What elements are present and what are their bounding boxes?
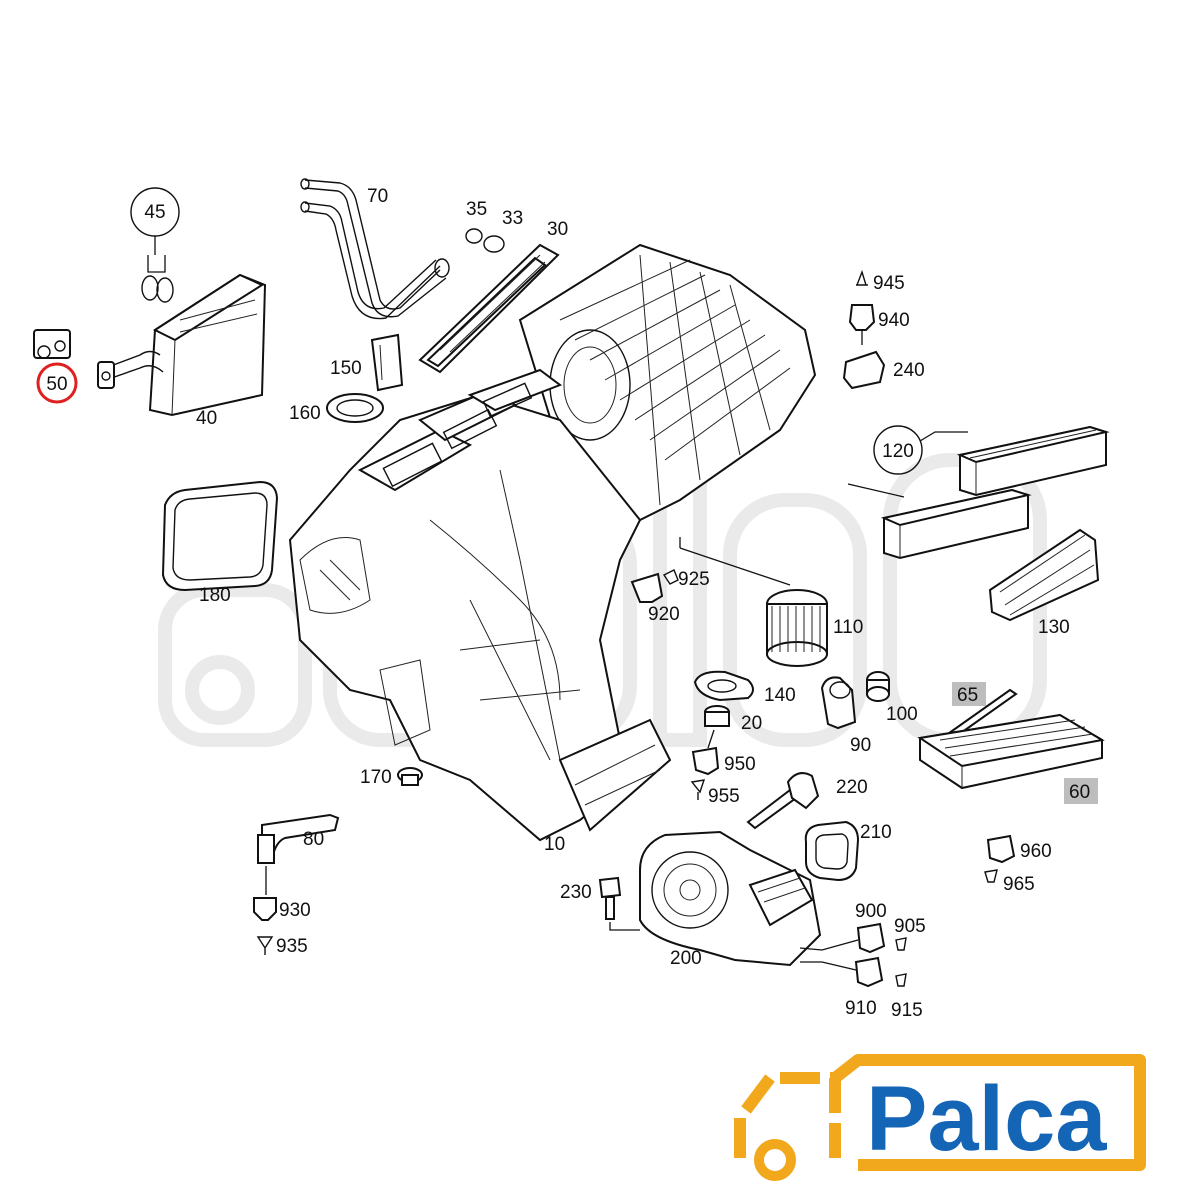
part-20-actuator[interactable]: 20 [704, 705, 762, 734]
callout-65: 65 [957, 685, 978, 706]
part-945-pin[interactable]: 945 [855, 269, 905, 294]
callout-33: 33 [502, 208, 523, 229]
callout-170: 170 [360, 767, 392, 788]
part-50-expansion-valve[interactable]: 50 [33, 329, 78, 404]
callout-30: 30 [547, 219, 568, 240]
callout-945: 945 [873, 273, 905, 294]
callout-910: 910 [845, 998, 877, 1019]
callout-200: 200 [670, 948, 702, 969]
part-230-bolt[interactable]: 230 [560, 876, 622, 920]
part-90-motor[interactable]: 90 [820, 676, 871, 756]
callout-160: 160 [289, 403, 321, 424]
part-60-filter-element[interactable]: 60 [917, 713, 1105, 804]
part-910-connector[interactable]: 910 [845, 956, 884, 1019]
callout-110: 110 [833, 617, 863, 638]
callout-45: 45 [144, 202, 165, 223]
callout-150: 150 [330, 358, 362, 379]
part-210-frame-seal[interactable]: 210 [804, 820, 892, 882]
callout-915: 915 [891, 1000, 923, 1021]
highlight-circle [36, 362, 78, 404]
part-915-pin[interactable]: 915 [891, 973, 923, 1021]
part-100-fitting[interactable]: 100 [866, 671, 918, 725]
callout-960: 960 [1020, 841, 1052, 862]
part-965-pin[interactable]: 965 [984, 869, 1035, 895]
callout-60-bg [1064, 778, 1098, 804]
part-170-grommet[interactable]: 170 [360, 767, 423, 788]
callout-130: 130 [1038, 617, 1070, 638]
callout-965: 965 [1003, 874, 1035, 895]
part-160-gasket[interactable]: 160 [289, 393, 384, 424]
callout-925: 925 [678, 569, 710, 590]
part-140-mount-ring[interactable]: 140 [693, 670, 796, 706]
part-120-cabin-filters[interactable]: 120 [847, 425, 1110, 560]
part-955-pin[interactable]: 955 [690, 779, 740, 807]
callout-210: 210 [860, 822, 892, 843]
callout-100: 100 [886, 704, 918, 725]
callout-120: 120 [882, 441, 914, 462]
part-130-filter-cover[interactable]: 130 [988, 528, 1100, 638]
part-200-blower-motor[interactable]: 200 [639, 830, 822, 969]
part-930-connector[interactable]: 930 [253, 897, 311, 921]
callout-40: 40 [196, 408, 217, 429]
callout-935: 935 [276, 936, 308, 957]
callout-180: 180 [199, 585, 231, 606]
brand-logo: Palca [734, 1054, 1146, 1181]
callout-930: 930 [279, 900, 311, 921]
callout-940: 940 [878, 310, 910, 331]
callout-90: 90 [850, 735, 871, 756]
part-150-clip[interactable]: 150 [330, 333, 404, 392]
callout-955: 955 [708, 786, 740, 807]
part-10-hvac-housing[interactable]: 10 [288, 243, 817, 855]
brand-wordmark: Palca [866, 1068, 1107, 1170]
truck-icon [734, 1054, 1146, 1181]
part-40-evaporator[interactable]: 40 [97, 273, 267, 429]
part-950-connector[interactable]: 950 [691, 746, 756, 776]
part-240-module[interactable]: 240 [842, 350, 925, 390]
part-180-seal-frame[interactable]: 180 [161, 480, 279, 606]
callout-50: 50 [46, 374, 67, 395]
part-905-pin[interactable]: 905 [894, 916, 926, 951]
part-940-connector[interactable]: 940 [848, 304, 910, 331]
callout-900: 900 [855, 901, 887, 922]
part-70-heater-pipes[interactable]: 70 [300, 178, 450, 320]
part-900-connector[interactable]: 900 [855, 901, 887, 954]
part-925-pin[interactable]: 925 [662, 569, 710, 590]
part-220-temperature-sensor[interactable]: 220 [746, 772, 868, 830]
callout-10: 10 [544, 834, 565, 855]
part-80-sensor[interactable]: 80 [257, 813, 340, 864]
part-30-heater-core[interactable]: 30 [418, 219, 568, 374]
callout-230: 230 [560, 882, 592, 903]
callout-240: 240 [893, 360, 925, 381]
callout-80: 80 [303, 829, 324, 850]
callout-905: 905 [894, 916, 926, 937]
part-110-blower-wheel[interactable]: 110 [766, 589, 863, 667]
callout-20: 20 [741, 713, 762, 734]
part-960-connector[interactable]: 960 [986, 834, 1052, 864]
part-935-pin[interactable]: 935 [256, 936, 308, 957]
callout-950: 950 [724, 754, 756, 775]
part-920-connector[interactable]: 920 [630, 572, 680, 625]
callout-70: 70 [367, 186, 388, 207]
callout-60: 60 [1069, 782, 1090, 803]
callout-65-bg [952, 682, 986, 706]
callout-220: 220 [836, 777, 868, 798]
part-33-seal[interactable]: 33 [483, 208, 523, 253]
part-45-o-rings[interactable]: 45 [130, 187, 180, 303]
callout-920: 920 [648, 604, 680, 625]
callout-35: 35 [466, 199, 487, 220]
callout-140: 140 [764, 685, 796, 706]
part-35-seal[interactable]: 35 [465, 199, 487, 244]
